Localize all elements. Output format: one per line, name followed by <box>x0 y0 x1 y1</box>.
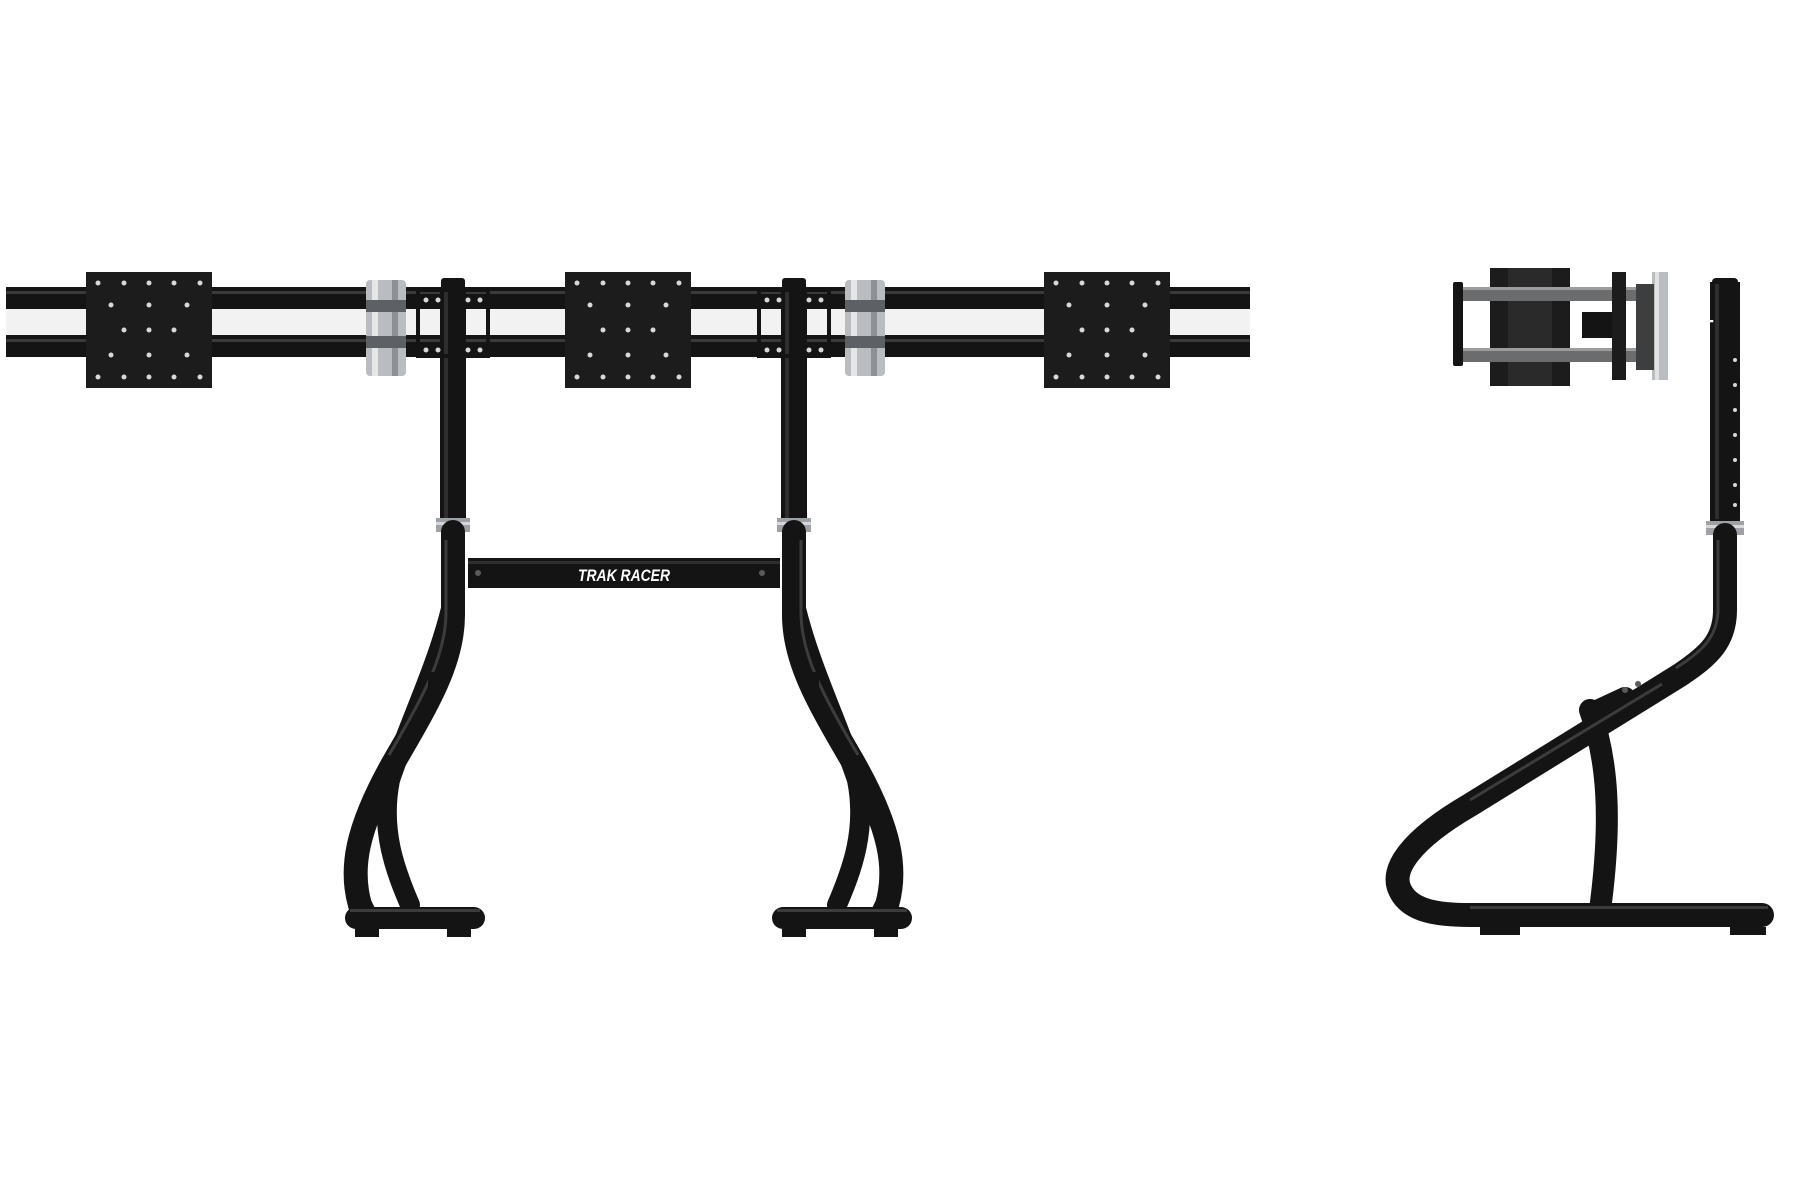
crossbar-brand-label: TRAK RACER <box>578 566 671 585</box>
side-view-stand: FT <box>1385 268 1774 935</box>
front-leg-highlights <box>387 540 860 756</box>
rail-clamp-right <box>845 280 885 376</box>
side-base-tubes <box>1385 523 1737 927</box>
leg-adjust-knobs <box>428 672 819 688</box>
front-view-stand: TRAK RACER <box>6 272 1250 937</box>
front-uprights <box>416 278 831 522</box>
front-feet <box>345 907 912 937</box>
crossbar: TRAK RACER <box>468 558 780 588</box>
vesa-plate-left <box>86 272 212 388</box>
monitor-arm <box>1453 268 1668 386</box>
upright-logo: FT <box>1689 317 1713 339</box>
rail-clamp-left <box>366 280 406 376</box>
side-foot <box>1466 903 1774 935</box>
vesa-plate-right <box>1044 272 1170 388</box>
vesa-plate-center <box>565 272 691 388</box>
front-legs <box>343 520 904 927</box>
side-tube-highlights <box>1469 540 1720 802</box>
side-joint-bolts <box>1622 681 1641 693</box>
